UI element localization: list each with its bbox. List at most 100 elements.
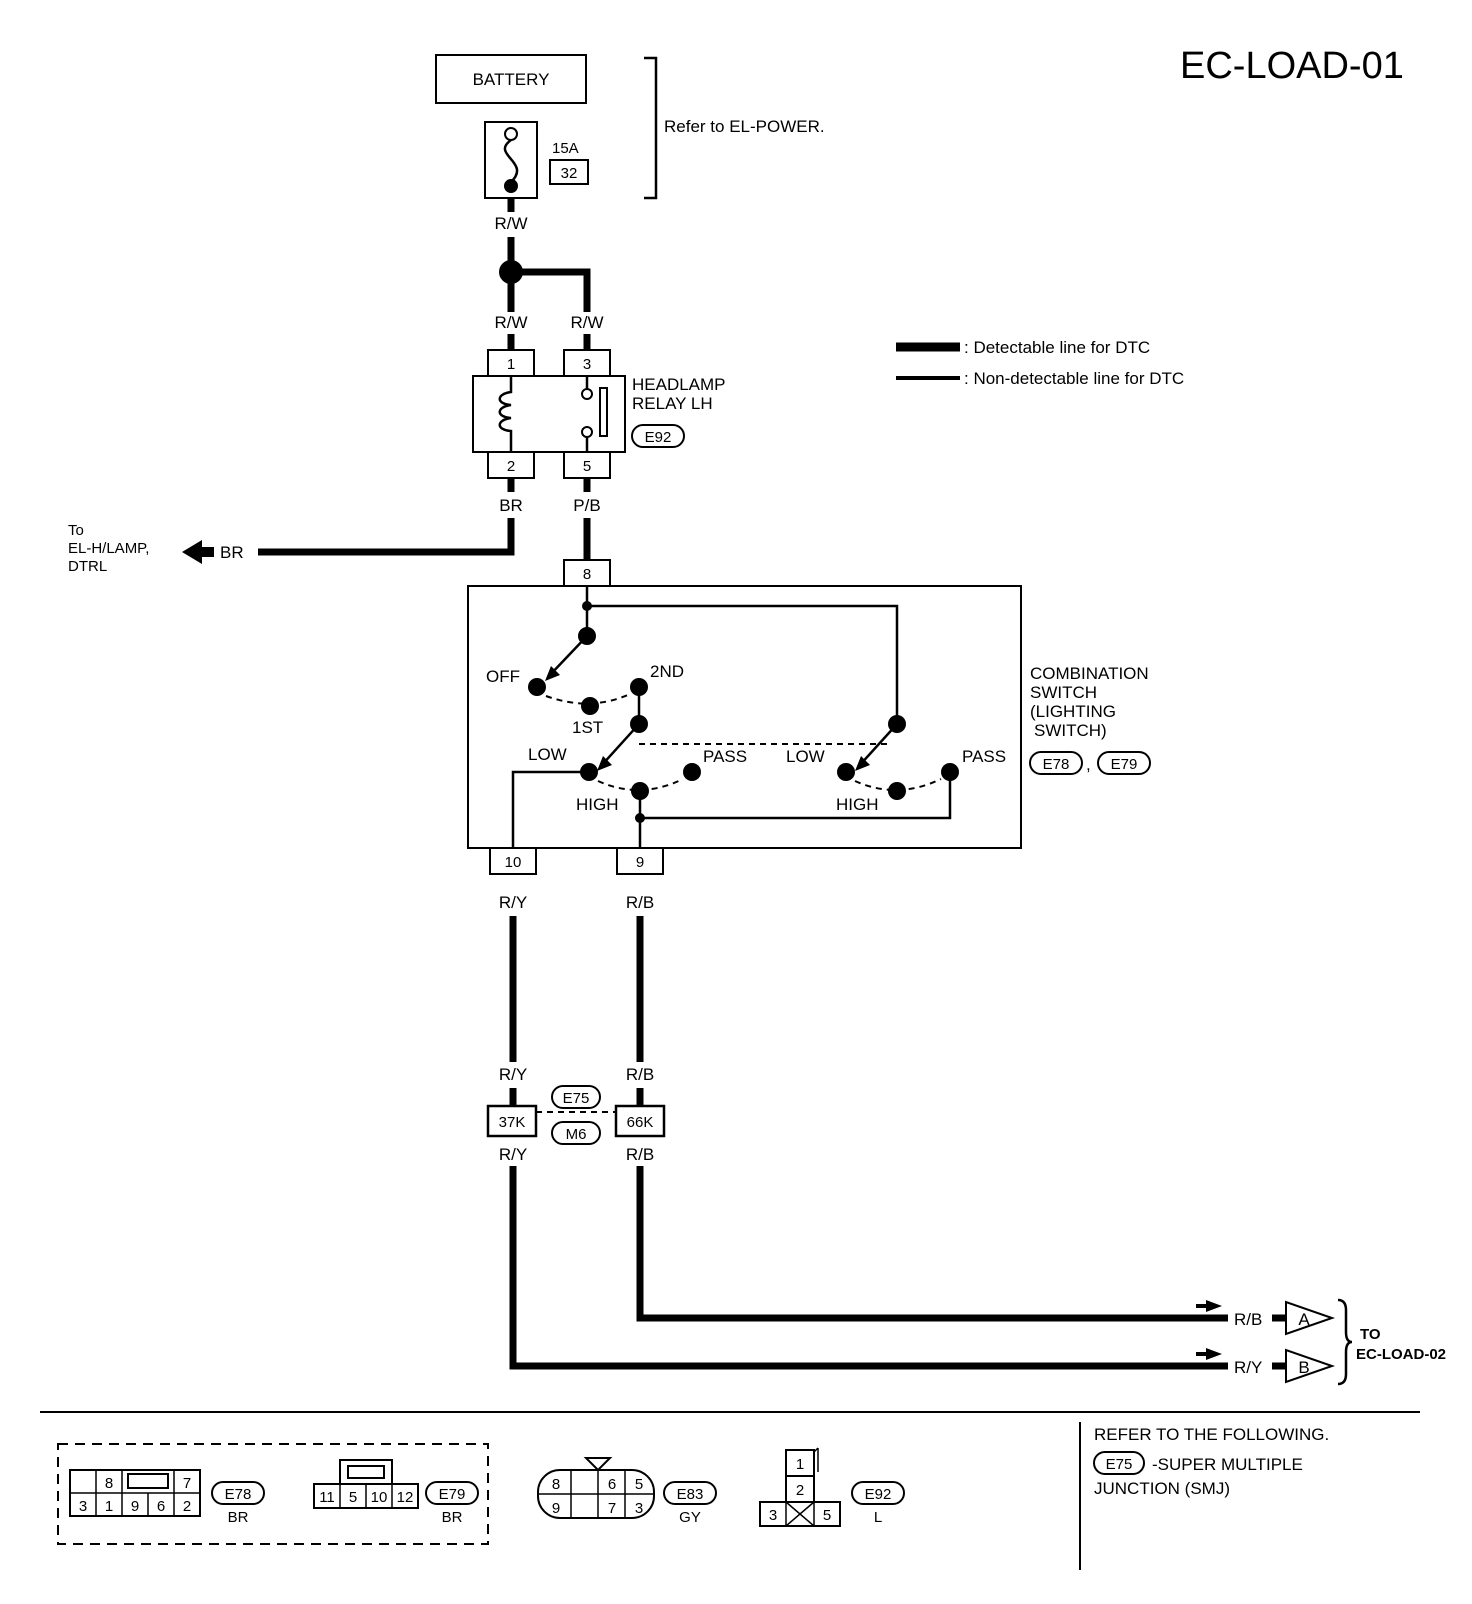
- switch-pass-out: [640, 772, 952, 820]
- switch-node-1: [582, 601, 592, 611]
- wire-label-rb-3: R/B: [626, 1145, 654, 1164]
- switch-contact-low-2: [837, 763, 855, 781]
- e79-pin: 11: [319, 1489, 335, 1506]
- switch-connector-comma: ,: [1086, 755, 1091, 774]
- switch-high-2: HIGH: [836, 795, 879, 814]
- fuse-bottom-terminal: [504, 179, 518, 193]
- relay-pin2: 2: [507, 458, 515, 475]
- external-to-3: DTRL: [68, 558, 107, 575]
- switch-pin9: 9: [636, 854, 644, 871]
- wire-splice-branch: [511, 268, 591, 312]
- switch-connector-1: E78: [1043, 756, 1070, 773]
- e83-id: E83: [677, 1486, 704, 1503]
- wire-ry-to-output: [509, 1166, 1228, 1370]
- relay-name-1: HEADLAMP: [632, 375, 726, 394]
- e92-id: E92: [865, 1486, 892, 1503]
- switch-node-2: [635, 813, 645, 823]
- e78-pin: 1: [105, 1498, 113, 1515]
- fuse-rating: 15A: [552, 140, 579, 157]
- legend-non-detectable: : Non-detectable line for DTC: [964, 369, 1184, 388]
- wire-label-br-1: BR: [499, 496, 523, 515]
- e78-pin: 6: [157, 1498, 165, 1515]
- wire-label-br-2: BR: [220, 543, 244, 562]
- wire-rb-to-output: [636, 1166, 1228, 1322]
- e79-id: E79: [439, 1486, 466, 1503]
- fuse-number-box: [549, 159, 589, 185]
- switch-pos-arc: [545, 693, 631, 705]
- switch-lever-3: [858, 723, 898, 767]
- junction-pin2-box: [614, 1104, 666, 1138]
- e83-color: GY: [679, 1509, 701, 1526]
- relay-pin3: 3: [583, 356, 591, 373]
- refer-connector-oval: [1093, 1451, 1145, 1475]
- relay-pin1-box: [487, 349, 535, 377]
- wire-label-rw-2: R/W: [494, 313, 527, 332]
- fuse-number: 32: [561, 165, 578, 182]
- arrow-right-icon-1: [1196, 1300, 1222, 1312]
- external-to-2: EL-H/LAMP,: [68, 540, 149, 557]
- junction-connector-2-oval: [551, 1121, 601, 1145]
- switch-name-1: COMBINATION: [1030, 664, 1149, 683]
- wire-label-ry-2: R/Y: [499, 1065, 527, 1084]
- e79-pin: 5: [349, 1489, 357, 1506]
- e78-id: E78: [225, 1486, 252, 1503]
- wire-label-rw-1: R/W: [494, 214, 527, 233]
- output-a-flag: [1285, 1300, 1336, 1336]
- switch-connector-1-oval: [1029, 751, 1083, 775]
- switch-name-2: SWITCH: [1030, 683, 1097, 702]
- arrow-left-icon: [182, 540, 214, 564]
- switch-pin10-box: [489, 847, 537, 875]
- switch-name-3: (LIGHTING: [1030, 702, 1116, 721]
- e79-id-oval: [425, 1481, 479, 1505]
- switch-lever-3-arrow: [855, 756, 870, 771]
- switch-pin8: 8: [583, 566, 591, 583]
- switch-pin8-box: [563, 559, 611, 587]
- switch-contact-1st: [581, 697, 599, 715]
- output-b-flag: [1285, 1348, 1336, 1384]
- wire-br-to-hlamp: [258, 518, 515, 556]
- e92-pin: 2: [796, 1482, 804, 1499]
- connector-e83: [537, 1457, 655, 1519]
- switch-lever-2: [600, 723, 640, 767]
- refer-connector: E75: [1106, 1456, 1133, 1473]
- output-b: B: [1298, 1358, 1309, 1377]
- wire-label-ry-4: R/Y: [1234, 1358, 1262, 1377]
- fuse-top-terminal: [504, 127, 518, 141]
- e78-pin: 9: [131, 1498, 139, 1515]
- wire-label-ry-1: R/Y: [499, 893, 527, 912]
- switch-dimmer-arc-2: [854, 778, 942, 791]
- e78-color: BR: [228, 1509, 249, 1526]
- e83-pin: 7: [608, 1500, 616, 1517]
- switch-pass-2: PASS: [962, 747, 1006, 766]
- e83-pin: 5: [635, 1476, 643, 1493]
- battery-box: [435, 54, 587, 104]
- switch-dimmer-arc-1: [597, 778, 684, 791]
- switch-lever-1: [548, 635, 588, 677]
- external-to-1: To: [68, 522, 84, 539]
- e79-pin: 10: [371, 1489, 388, 1506]
- switch-lever-1-arrow: [545, 666, 560, 681]
- e83-pin: 6: [608, 1476, 616, 1493]
- arrow-right-icon-2: [1196, 1348, 1222, 1360]
- wire-label-rb-4: R/B: [1234, 1310, 1262, 1329]
- switch-connector-2-oval: [1097, 751, 1151, 775]
- refer-heading: REFER TO THE FOLLOWING.: [1094, 1425, 1329, 1444]
- junction-connector-2: M6: [566, 1126, 587, 1143]
- e79-pin: 12: [397, 1489, 414, 1506]
- switch-connector-2: E79: [1111, 756, 1138, 773]
- legend-detectable: : Detectable line for DTC: [964, 338, 1150, 357]
- e83-pin: 9: [552, 1500, 560, 1517]
- relay-connector: E92: [645, 429, 672, 446]
- e78-pin: 3: [79, 1498, 87, 1515]
- switch-feed-b: [587, 604, 899, 724]
- relay-coil: [498, 376, 513, 452]
- switch-contact-pass-1: [683, 763, 701, 781]
- relay-armature: [599, 387, 608, 437]
- e92-id-oval: [851, 1481, 905, 1505]
- switch-pos-2nd: 2ND: [650, 662, 684, 681]
- switch-low-1: LOW: [528, 745, 567, 764]
- switch-pos-1st: 1ST: [572, 718, 603, 737]
- switch-contact-high-2: [888, 782, 906, 800]
- relay-pin1: 1: [507, 356, 515, 373]
- relay-connector-oval: [631, 424, 685, 448]
